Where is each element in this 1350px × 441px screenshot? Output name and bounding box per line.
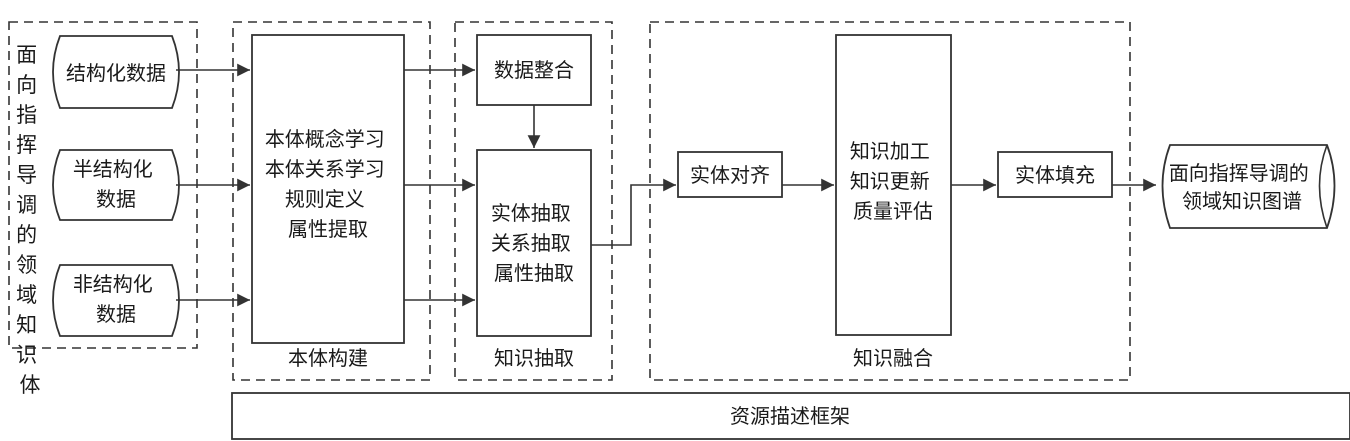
framework-label: 资源描述框架 (730, 404, 850, 428)
fusion-caption: 知识融合 (853, 346, 933, 370)
vchar-7: 领 (16, 253, 37, 277)
vchar-2: 指 (16, 103, 37, 127)
extract-box (476, 149, 592, 337)
ontology-caption: 本体构建 (288, 346, 368, 370)
framework-bar (231, 392, 1350, 440)
vchar-6: 的 (16, 223, 37, 247)
ontology-box (251, 34, 405, 344)
source-structured: 结构化数据 (52, 35, 180, 109)
vchar-0: 面 (16, 43, 37, 67)
source-unstructured-label: 非结构化 数据 (73, 272, 159, 326)
source-unstructured: 非结构化 数据 (52, 264, 180, 337)
vchar-4: 导 (16, 163, 37, 187)
integrate-box (476, 34, 592, 106)
output-knowledge-graph: 面向指挥导调的 领域知识图谱 (1161, 144, 1336, 229)
ontology-lines: 本体概念学习 本体关系学习 规则定义 属性提取 (265, 127, 391, 241)
extraction-group (454, 21, 613, 381)
vchar-3: 挥 (16, 133, 37, 157)
vchar-5: 调 (16, 193, 37, 217)
ontology-group (232, 21, 431, 381)
process-lines: 知识加工 知识更新 质量评估 (850, 139, 936, 223)
extract-lines: 实体抽取 关系抽取 属性抽取 (491, 201, 577, 285)
align-box (677, 151, 783, 198)
output-label: 面向指挥导调的 领域知识图谱 (1169, 161, 1315, 213)
fusion-group (649, 21, 1131, 381)
vchar-9: 知 (16, 313, 37, 337)
process-box (835, 34, 952, 336)
fill-label: 实体填充 (1015, 163, 1095, 187)
vchar-1: 向 (16, 73, 37, 97)
vchar-11: 体 (20, 373, 41, 397)
fill-box (997, 151, 1113, 198)
source-semistructured-label: 半结构化 数据 (73, 157, 159, 211)
vchar-10: 识 (16, 343, 37, 367)
extraction-caption: 知识抽取 (494, 346, 574, 370)
vchar-8: 域 (16, 283, 37, 307)
arrow-to-align (591, 178, 676, 246)
source-structured-label: 结构化数据 (66, 61, 166, 85)
source-semistructured: 半结构化 数据 (52, 149, 180, 221)
integrate-label: 数据整合 (494, 58, 574, 82)
align-label: 实体对齐 (690, 163, 770, 187)
sources-column-label: 面 向 指 挥 导 调 的 领 域 知 识 体 (16, 43, 44, 397)
